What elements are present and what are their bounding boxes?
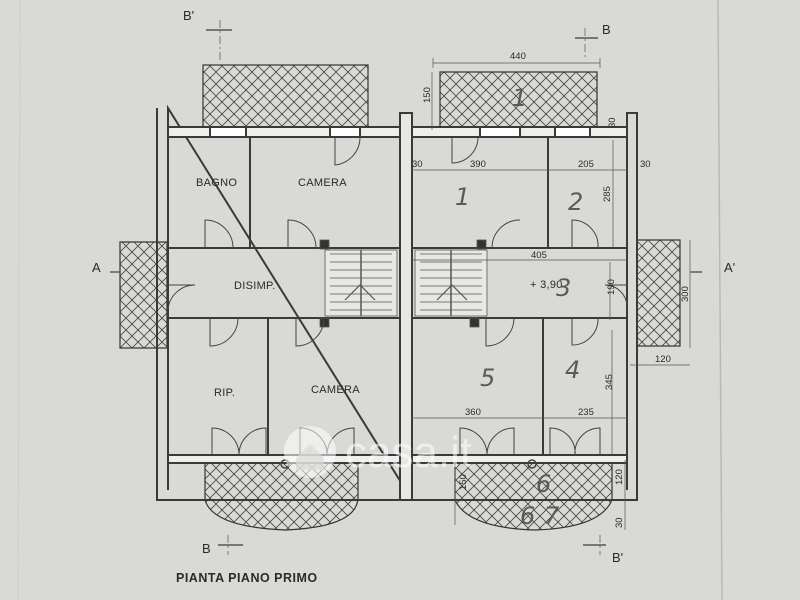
watermark-house-icon bbox=[284, 426, 336, 478]
section-b-bottom: B bbox=[202, 541, 211, 556]
dim-405: 405 bbox=[531, 250, 547, 261]
paper-edge-line bbox=[17, 0, 21, 600]
dim-150-bottom: 150 bbox=[458, 474, 469, 490]
dim-30-left: 30 bbox=[412, 159, 423, 170]
paper-fold-line bbox=[717, 0, 723, 600]
staircase bbox=[319, 239, 488, 328]
watermark-text: casa.it bbox=[345, 428, 472, 477]
level-label: + 3,90 bbox=[530, 279, 563, 291]
handwritten-number: 6 bbox=[536, 470, 551, 498]
room-label-disimp: DISIMP. bbox=[234, 280, 276, 292]
room-label-rip: RIP. bbox=[214, 387, 235, 399]
dim-285: 285 bbox=[602, 186, 613, 202]
dim-300: 300 bbox=[680, 286, 691, 302]
handwritten-number: 7 bbox=[544, 502, 560, 530]
dim-440: 440 bbox=[510, 51, 526, 62]
handwritten-number: 6 bbox=[520, 502, 535, 530]
dim-120-bottom: 120 bbox=[614, 469, 625, 485]
balcony-right bbox=[636, 239, 681, 347]
dim-150-top: 150 bbox=[422, 87, 433, 103]
section-b-top: B bbox=[602, 22, 611, 37]
dimension-lines bbox=[110, 20, 702, 555]
dim-190: 190 bbox=[606, 279, 617, 295]
dim-30-bottom: 30 bbox=[614, 517, 625, 528]
handwritten-number: 5 bbox=[480, 364, 495, 392]
balcony-bottom-left bbox=[204, 457, 359, 531]
room-label-bagno: BAGNO bbox=[196, 177, 237, 189]
handwritten-number: 1 bbox=[455, 183, 470, 211]
room-label-camera-top: CAMERA bbox=[298, 177, 347, 189]
section-b-prime-top: B' bbox=[183, 8, 194, 23]
watermark: casa.it bbox=[284, 426, 472, 478]
plan-title: PIANTA PIANO PRIMO bbox=[176, 571, 318, 585]
handwritten-number: 3 bbox=[556, 274, 571, 302]
dim-30-top: 30 bbox=[607, 117, 618, 128]
room-label-camera-bottom: CAMERA bbox=[311, 384, 360, 396]
section-b-prime-bottom: B' bbox=[612, 550, 623, 565]
section-a-prime-right: A' bbox=[724, 260, 735, 275]
dim-390: 390 bbox=[470, 159, 486, 170]
dim-120-right: 120 bbox=[655, 354, 671, 365]
dim-345: 345 bbox=[604, 374, 615, 390]
dim-235: 235 bbox=[578, 407, 594, 418]
balcony-left bbox=[119, 241, 168, 349]
handwritten-number: 1 bbox=[512, 84, 527, 112]
balcony-top-left bbox=[202, 64, 369, 128]
dim-205: 205 bbox=[578, 159, 594, 170]
section-a-left: A bbox=[92, 260, 101, 275]
handwritten-number: 2 bbox=[568, 188, 583, 216]
walls bbox=[156, 104, 638, 501]
dim-360: 360 bbox=[465, 407, 481, 418]
balcony-bottom-right bbox=[454, 457, 613, 531]
handwritten-number: 4 bbox=[565, 356, 580, 384]
dim-30-right: 30 bbox=[640, 159, 651, 170]
